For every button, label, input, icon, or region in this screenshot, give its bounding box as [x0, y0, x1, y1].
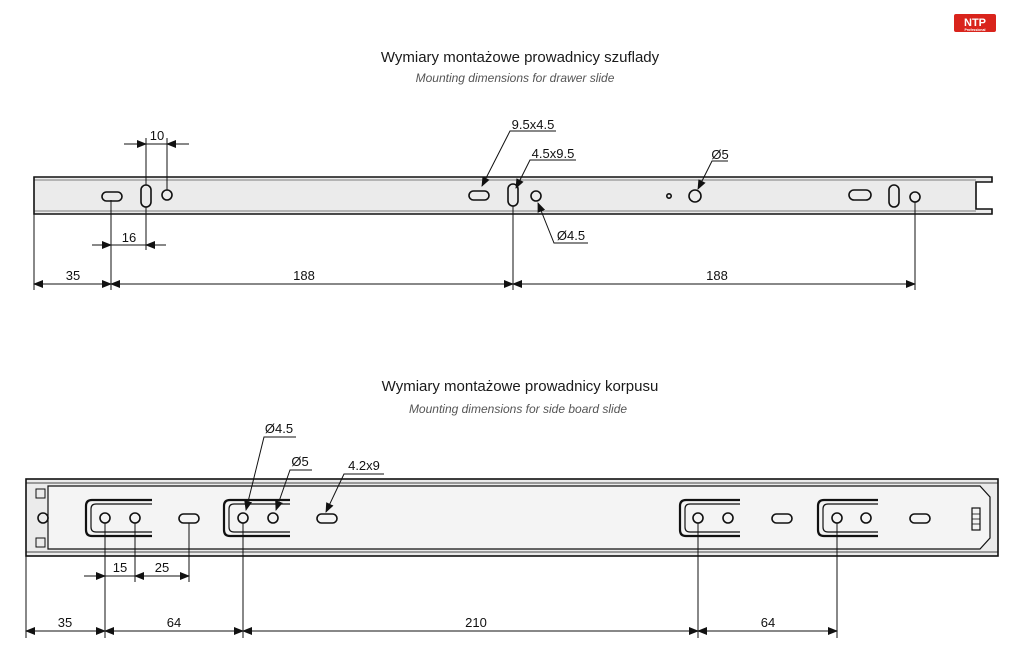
dim-board-64-a: 64: [167, 615, 181, 630]
dim-drawer-35: 35: [66, 268, 80, 283]
board-slide-title: Wymiary montażowe prowadnicy korpusu: [382, 378, 659, 395]
drawer-slide-dimensions: [33, 130, 916, 290]
dim-slot-bottom: 16: [122, 230, 136, 245]
label-hole-9.5x4.5: 9.5x4.5: [512, 117, 555, 132]
dim-board-64-b: 64: [761, 615, 775, 630]
drawer-slide-subtitle: Mounting dimensions for drawer slide: [416, 71, 615, 85]
board-slide-subtitle: Mounting dimensions for side board slide: [409, 402, 627, 416]
label-board-hole-d5: Ø5: [291, 454, 308, 469]
dim-board-35: 35: [58, 615, 72, 630]
dim-drawer-188-a: 188: [293, 268, 315, 283]
label-board-hole-d4.5: Ø4.5: [265, 421, 293, 436]
label-hole-d4.5: Ø4.5: [557, 228, 585, 243]
ntp-logo: NTP Professional: [954, 14, 996, 32]
dim-pitch-25: 25: [155, 560, 169, 575]
dim-drawer-188-b: 188: [706, 268, 728, 283]
board-slide-rail: [25, 478, 999, 557]
drawer-slide-rail: [33, 176, 993, 215]
dim-board-210: 210: [465, 615, 487, 630]
board-slide-dimensions: [25, 436, 838, 638]
logo-brand: NTP: [964, 17, 986, 29]
label-board-hole-4.2x9: 4.2x9: [348, 458, 380, 473]
dim-slot-top: 10: [150, 128, 164, 143]
logo-badge: [954, 14, 996, 32]
logo-tagline: Professional: [964, 28, 985, 32]
label-hole-d5: Ø5: [711, 147, 728, 162]
label-hole-4.5x9.5: 4.5x9.5: [532, 146, 575, 161]
dim-pitch-15: 15: [113, 560, 127, 575]
drawer-slide-title: Wymiary montażowe prowadnicy szuflady: [381, 49, 660, 66]
